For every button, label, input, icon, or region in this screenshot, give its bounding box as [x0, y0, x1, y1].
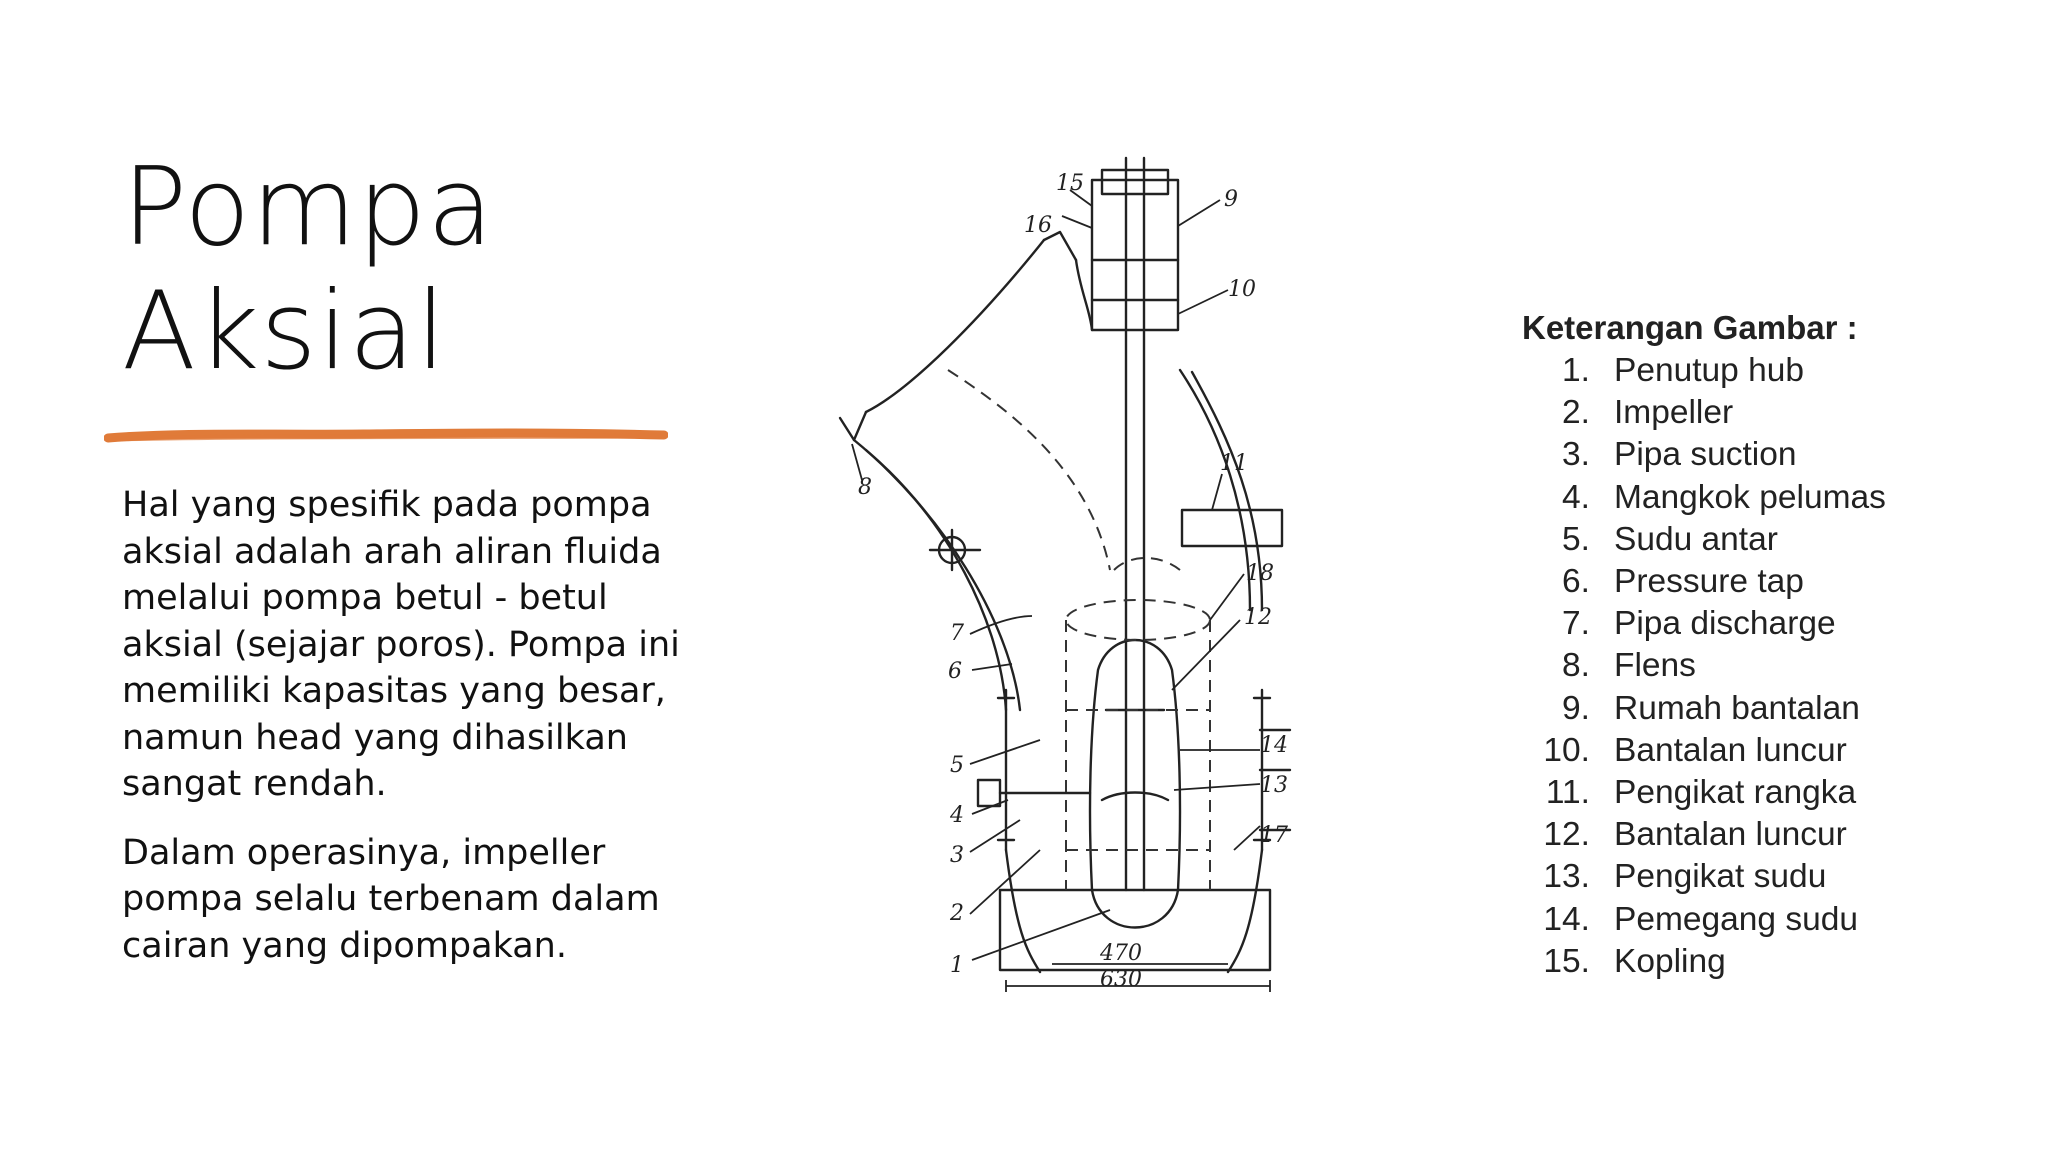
item-number: 7.: [1562, 605, 1590, 643]
label-3: 3: [950, 843, 964, 868]
label-11: 11: [1220, 451, 1248, 476]
list-item: 12. Bantalan luncur: [1522, 814, 2022, 856]
item-text: Rumah bantalan: [1614, 689, 1860, 727]
item-number: 6.: [1562, 563, 1590, 601]
item-number: 10.: [1543, 731, 1590, 769]
label-9: 9: [1224, 187, 1238, 212]
list-item: 11. Pengikat rangka: [1522, 772, 2022, 814]
body-text: Hal yang spesifik pada pompa aksial adal…: [122, 482, 682, 991]
list-item: 10. Bantalan luncur: [1522, 730, 2022, 772]
item-text: Kopling: [1614, 942, 1726, 980]
item-number: 14.: [1543, 900, 1590, 938]
list-item: 15. Kopling: [1522, 941, 2022, 983]
list-item: 4. Mangkok pelumas: [1522, 477, 2022, 519]
item-text: Flens: [1614, 647, 1696, 685]
list-item: 14. Pemegang sudu: [1522, 899, 2022, 941]
list-item: 3. Pipa suction: [1522, 434, 2022, 476]
item-text: Penutup hub: [1614, 352, 1805, 389]
label-5: 5: [950, 753, 964, 778]
label-15: 15: [1056, 171, 1084, 196]
list-item: 5. Sudu antar: [1522, 519, 2022, 561]
label-16: 16: [1024, 213, 1052, 238]
label-14: 14: [1260, 733, 1288, 758]
item-number: 13.: [1543, 858, 1590, 896]
item-text: Pengikat rangka: [1614, 774, 1857, 812]
item-text: Bantalan luncur: [1614, 731, 1847, 769]
paragraph-1: Hal yang spesifik pada pompa aksial adal…: [122, 485, 680, 804]
label-7: 7: [950, 621, 964, 646]
label-17: 17: [1260, 823, 1288, 848]
list-item: 13. Pengikat sudu: [1522, 856, 2022, 898]
title-line-2: Aksial: [122, 269, 447, 394]
list-item: 8. Flens: [1522, 645, 2022, 687]
item-text: Pipa discharge: [1614, 605, 1836, 643]
label-10: 10: [1228, 277, 1256, 302]
item-text: Pressure tap: [1614, 563, 1804, 601]
list-item: 2. Impeller: [1522, 392, 2022, 434]
list-item: 9. Rumah bantalan: [1522, 688, 2022, 730]
item-number: 11.: [1545, 774, 1590, 812]
label-12: 12: [1244, 605, 1272, 630]
legend-list: 1.Penutup hub 2.Impeller 3.Pipa suction …: [1522, 350, 2022, 983]
list-item: 6. Pressure tap: [1522, 561, 2022, 603]
slide-title: Pompa Aksial: [122, 146, 682, 394]
legend-title: Keterangan Gambar :: [1522, 309, 1858, 346]
item-text: Mangkok pelumas: [1614, 478, 1886, 516]
title-line-1: Pompa: [122, 145, 495, 270]
label-18: 18: [1246, 561, 1274, 586]
item-text: Bantalan luncur: [1614, 816, 1847, 854]
label-4: 4: [949, 803, 964, 828]
legend: Keterangan Gambar : 1. Penutup hub 2. Impe…: [1522, 308, 2022, 983]
list-item: 7. Pipa discharge: [1522, 603, 2022, 645]
item-number: 1.: [1562, 352, 1590, 389]
title-accent-stroke: [104, 428, 668, 443]
label-1: 1: [950, 953, 964, 978]
list-item: 1. Penutup hub: [1522, 350, 2022, 392]
item-number: 9.: [1562, 689, 1590, 727]
dimension-outer: 630: [1100, 967, 1142, 992]
item-number: 15.: [1543, 942, 1590, 980]
item-text: Impeller: [1614, 394, 1734, 432]
item-number: 4.: [1562, 478, 1590, 516]
item-number: 5.: [1562, 520, 1590, 558]
label-2: 2: [949, 901, 964, 926]
label-13: 13: [1260, 773, 1288, 798]
item-number: 8.: [1562, 647, 1590, 685]
paragraph-2: Dalam operasinya, impeller pompa selalu …: [122, 832, 660, 966]
label-6: 6: [948, 659, 962, 684]
label-8: 8: [858, 475, 872, 500]
item-number: 2.: [1562, 394, 1590, 432]
item-text: Pengikat sudu: [1614, 858, 1827, 896]
dimension-inner: 470: [1099, 941, 1142, 966]
item-number: 12.: [1543, 816, 1590, 854]
item-number: 3.: [1562, 436, 1590, 474]
item-text: Pemegang sudu: [1614, 900, 1858, 938]
item-text: Pipa suction: [1614, 436, 1797, 474]
axial-pump-diagram: 1 2 3 4 5 6 7 8 9 10 11 12 13 14 15 16 1…: [838, 156, 1292, 992]
item-text: Sudu antar: [1614, 520, 1778, 558]
